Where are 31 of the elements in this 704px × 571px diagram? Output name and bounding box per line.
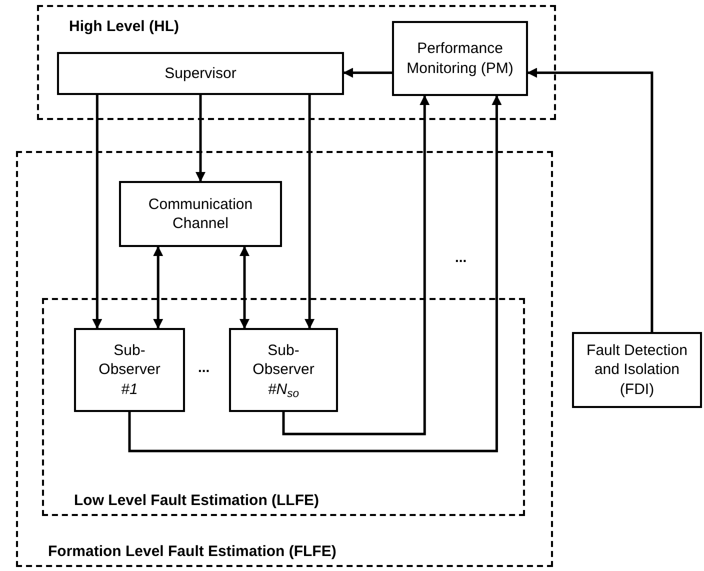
arrow (527, 68, 654, 332)
arrow (196, 95, 206, 182)
ellipsis-label: ... (455, 250, 467, 264)
box-text: Sub- Observer (98, 340, 162, 380)
process-box (229, 328, 338, 412)
box-text: #1 (121, 380, 138, 400)
ellipsis-label: ... (198, 360, 210, 374)
arrow (92, 95, 102, 329)
box-text: Supervisor (164, 64, 238, 84)
dashed-group-frame (16, 151, 553, 567)
process-box (74, 328, 185, 412)
dashed-group-frame (42, 298, 525, 516)
dashed-group-frame (37, 5, 556, 120)
box-text: #N$_{so}$ (268, 380, 300, 400)
process-box (119, 181, 282, 247)
box-text: Performance Monitoring (PM) (406, 39, 514, 78)
process-box (572, 332, 702, 408)
arrow (282, 95, 430, 436)
arrow (304, 95, 315, 329)
process-box (392, 21, 528, 96)
process-box (57, 52, 344, 95)
arrow (153, 246, 164, 329)
arrow (343, 68, 392, 78)
box-text: Communication Channel (147, 194, 254, 234)
group-title: Formation Level Fault Estimation (FLFE) (48, 544, 336, 559)
group-title: Low Level Fault Estimation (LLFE) (74, 493, 320, 508)
arrow (128, 95, 502, 452)
box-text: Fault Detection and Isolation (FDI) (586, 340, 688, 400)
arrow (240, 246, 250, 329)
box-text: Sub- Observer (252, 340, 316, 380)
group-title: High Level (HL) (69, 19, 180, 34)
